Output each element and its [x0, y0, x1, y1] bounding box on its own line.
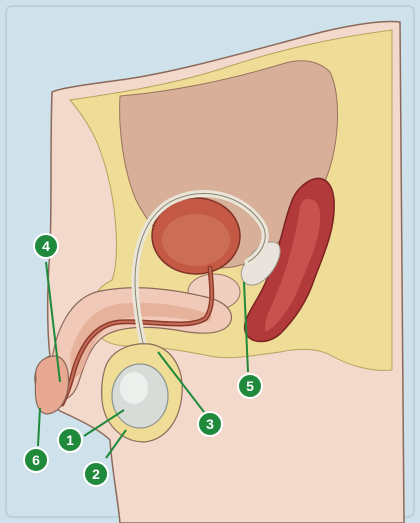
callout-3-label: 3 — [206, 416, 214, 432]
testicle-highlight — [120, 372, 148, 404]
callout-1: 1 — [58, 428, 82, 452]
callout-6: 6 — [24, 448, 48, 472]
callout-2: 2 — [84, 462, 108, 486]
bladder-highlight — [162, 214, 230, 266]
callout-5-label: 5 — [246, 378, 254, 394]
callout-4: 4 — [34, 234, 58, 258]
callout-1-label: 1 — [66, 432, 74, 448]
callout-2-label: 2 — [92, 466, 100, 482]
callout-6-label: 6 — [32, 452, 40, 468]
callout-4-label: 4 — [42, 238, 50, 254]
callout-5: 5 — [238, 374, 262, 398]
callout-3: 3 — [198, 412, 222, 436]
